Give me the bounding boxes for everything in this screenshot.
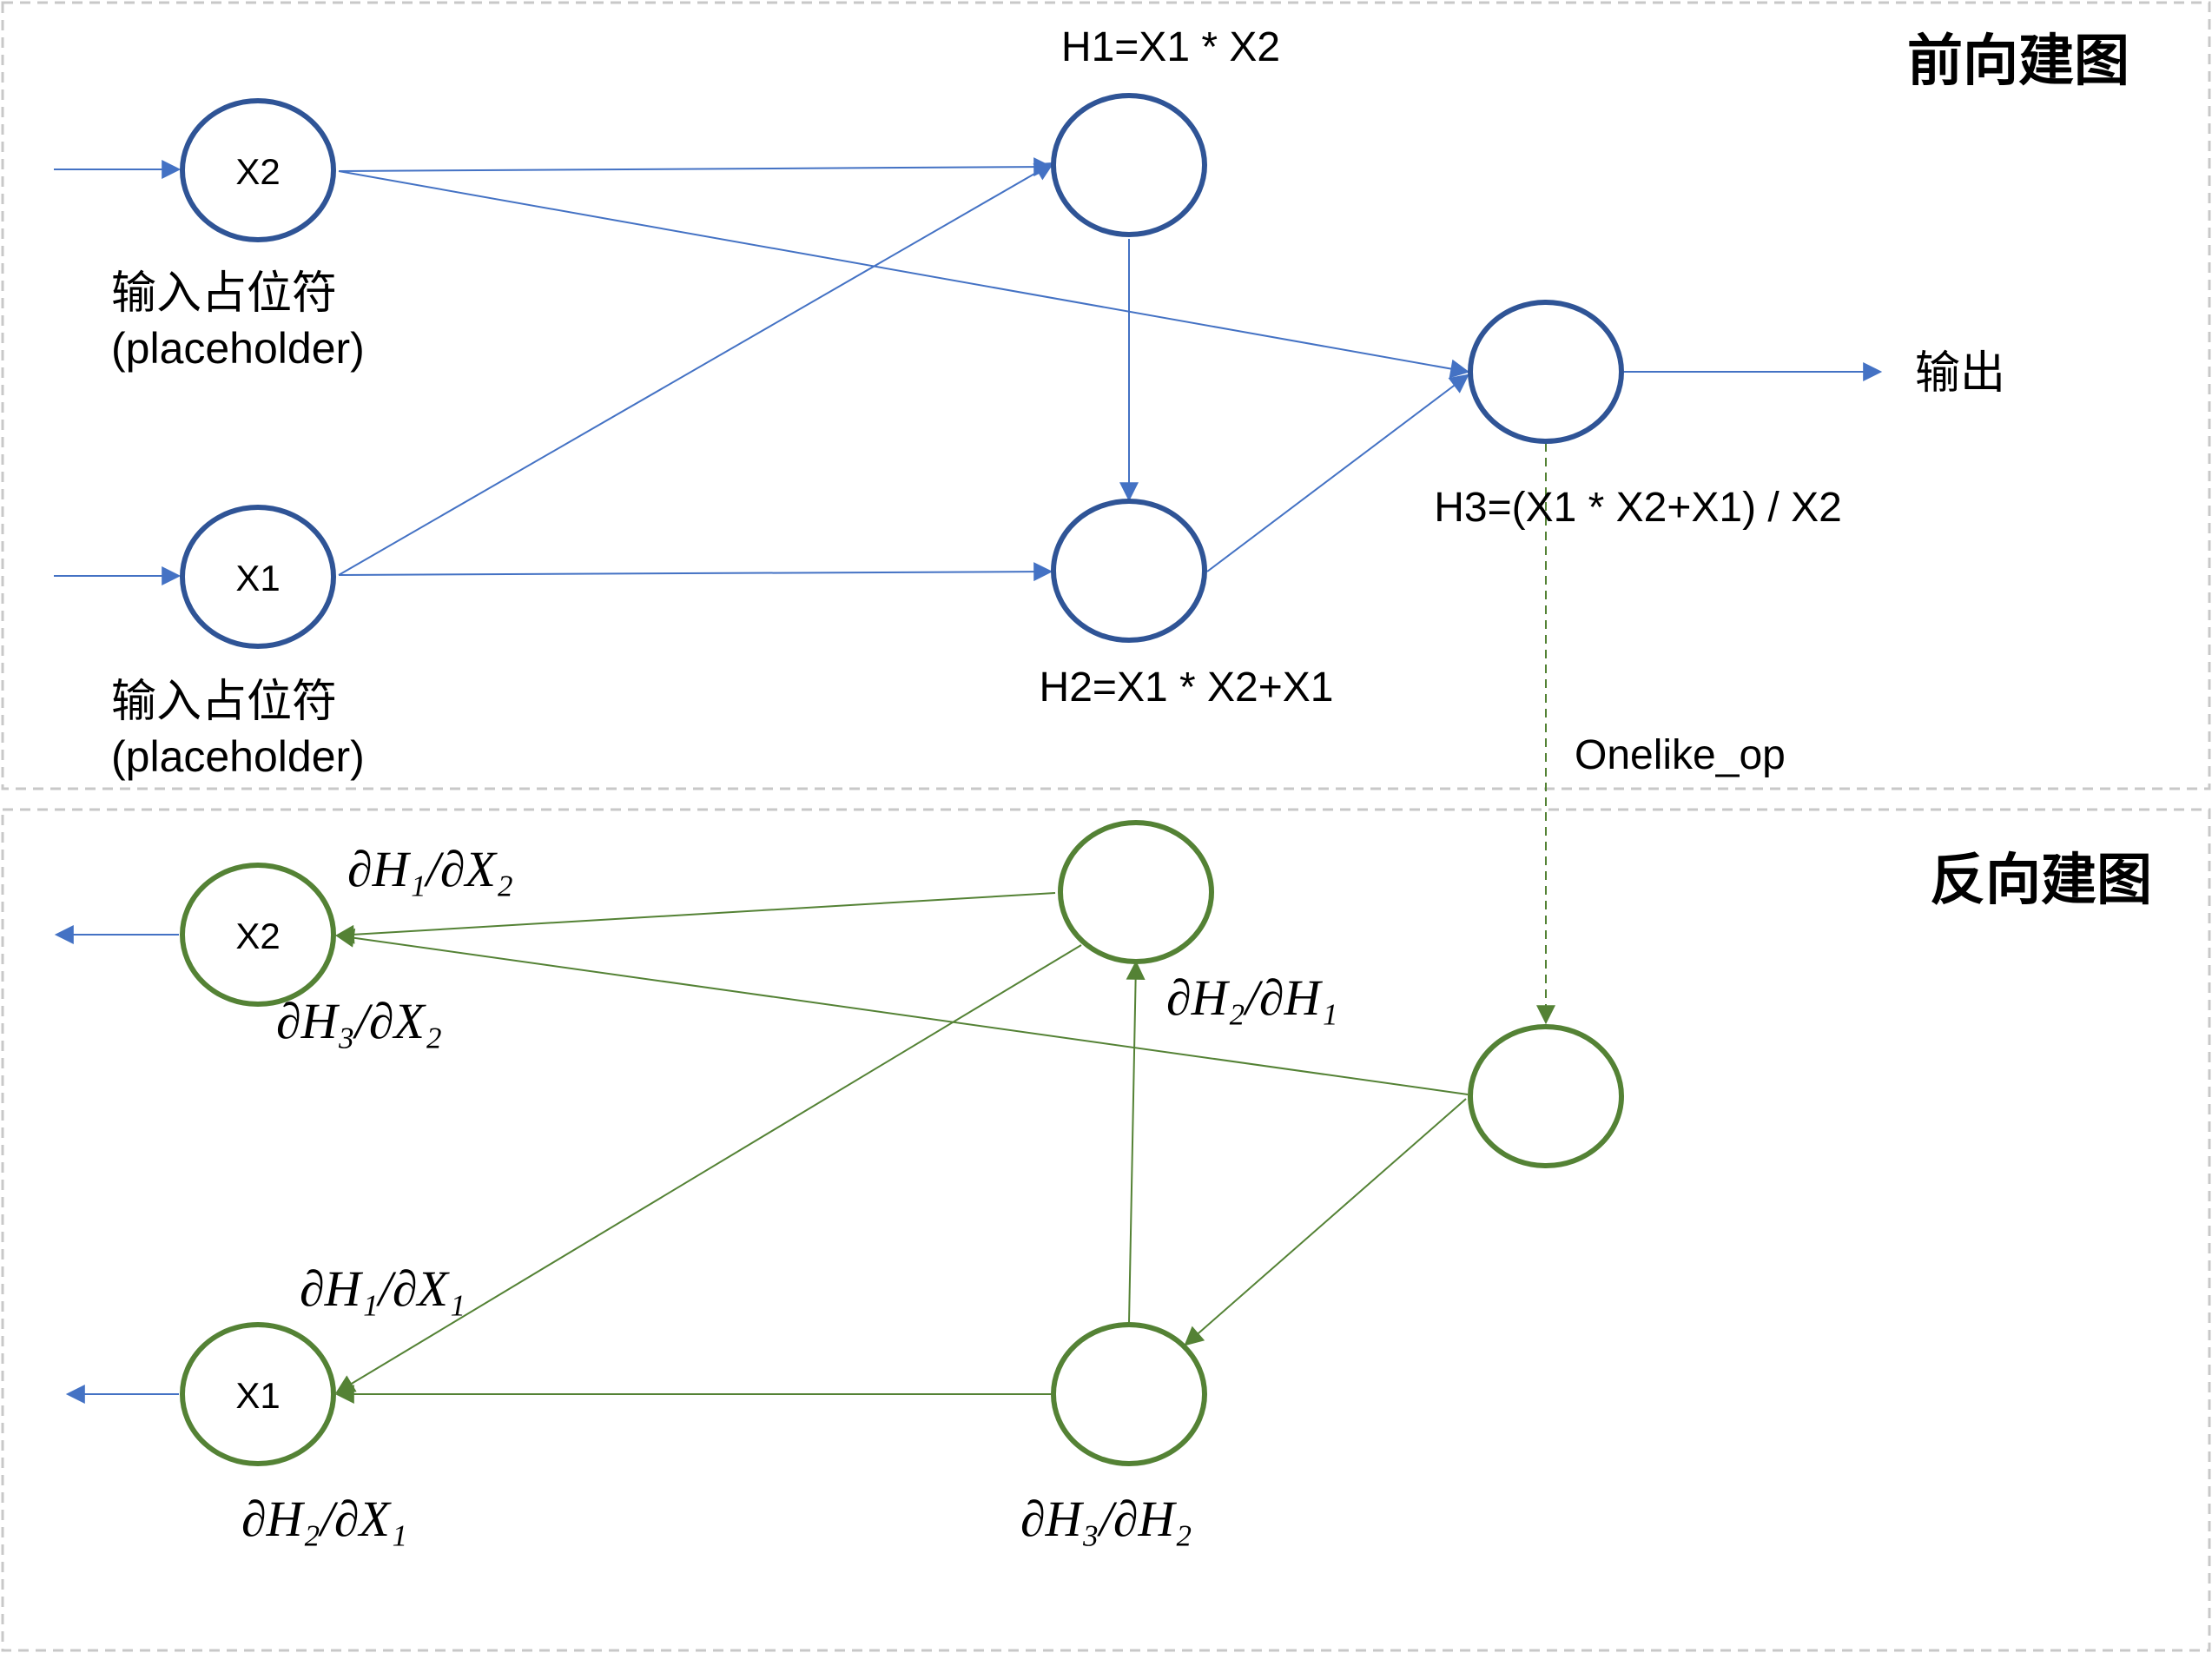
node-grad-h3 [1468, 1024, 1624, 1168]
forward-nodes [180, 93, 1624, 649]
backward-nodes [180, 820, 1624, 1466]
edge-gh3-to-x2 [334, 928, 1469, 1095]
node-x1-forward-label: X1 [235, 558, 280, 598]
label-dh2-dh1: ∂H₂/∂H₁ [1166, 969, 1338, 1026]
edge-x1-to-h1 [338, 162, 1054, 576]
h2-formula: H2=X1 * X2+X1 [1040, 665, 1334, 711]
backward-title: 反向建图 [1930, 849, 2152, 911]
node-h1 [1051, 93, 1207, 237]
backward-edges [334, 892, 1469, 1404]
placeholder-x2-en: (placeholder) [111, 324, 365, 373]
placeholder-x2-cn: 输入占位符 [111, 268, 337, 319]
node-x2-forward [180, 98, 336, 242]
node-grad-h2 [1051, 1322, 1207, 1466]
h3-formula: H3=(X1 * X2+X1) / X2 [1434, 485, 1842, 531]
edge-x2-to-h3 [338, 170, 1470, 379]
forward-edges [54, 157, 1883, 585]
label-dh3-dh2: ∂H₃/∂H₂ [1020, 1491, 1192, 1547]
gradient-output-edges [54, 925, 179, 1404]
h1-formula: H1=X1 * X2 [1061, 24, 1280, 70]
node-h3 [1468, 300, 1624, 444]
edge-gh3-to-gh2 [1184, 1098, 1467, 1346]
backward-panel [1, 808, 2211, 1652]
onelike-op-label: Onelike_op [1575, 732, 1786, 778]
node-x2-backward [180, 863, 336, 1007]
label-dh3-dx2: ∂H₃/∂X₂ [276, 993, 442, 1049]
edge-gh2-to-gh1 [1126, 960, 1146, 1324]
node-x2-backward-label: X2 [235, 916, 280, 956]
edge-gh1-to-x1 [335, 944, 1082, 1394]
node-x1-backward-label: X1 [235, 1375, 280, 1416]
node-x1-backward [180, 1322, 336, 1466]
label-dh2-dx1: ∂H₂/∂X₁ [241, 1491, 407, 1547]
placeholder-x1-cn: 输入占位符 [111, 677, 337, 727]
output-label: 输出 [1915, 348, 2005, 399]
placeholder-x1-en: (placeholder) [111, 732, 365, 781]
edge-x1-to-h2 [338, 562, 1053, 582]
forward-title: 前向建图 [1907, 30, 2129, 92]
edge-x2-to-h1 [338, 157, 1053, 177]
node-h2 [1051, 499, 1207, 643]
node-x2-forward-label: X2 [235, 151, 280, 192]
node-x1-forward [180, 505, 336, 649]
label-dh1-dx1: ∂H₁/∂X₁ [300, 1260, 466, 1317]
forward-panel [1, 1, 2211, 790]
label-dh1-dx2: ∂H₁/∂X₂ [347, 841, 513, 897]
node-grad-h1 [1058, 820, 1214, 964]
edge-h2-to-h3 [1206, 374, 1469, 572]
edge-gh1-to-x2 [334, 892, 1056, 944]
